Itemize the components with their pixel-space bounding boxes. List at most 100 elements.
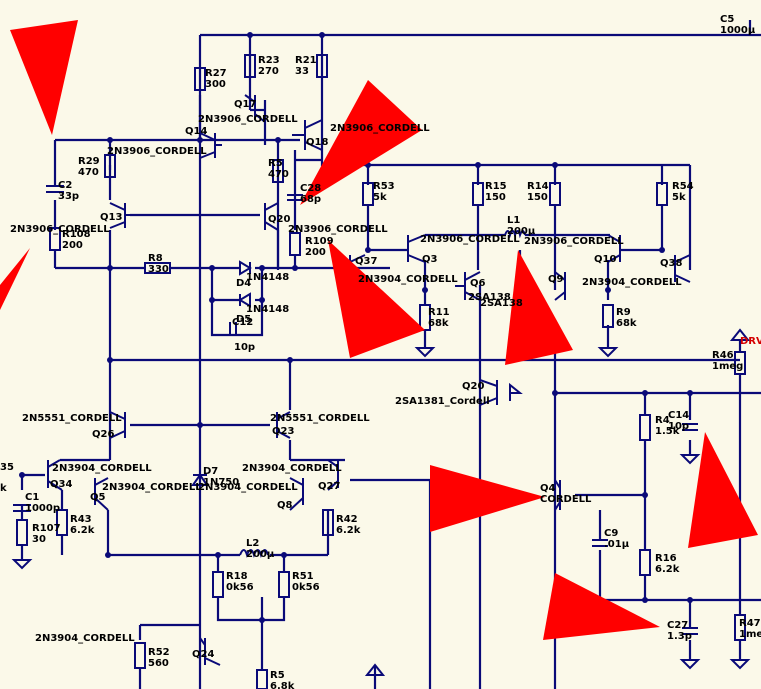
label-line: 2N3904_CORDELL	[358, 274, 458, 285]
label-line: 1.3p	[667, 631, 692, 642]
label-line: Q4	[540, 483, 556, 494]
label-line: .01µ	[604, 539, 630, 550]
label-q37: Q37	[355, 256, 377, 267]
label-line: R9	[616, 307, 631, 318]
label-r47: R471meg	[739, 618, 761, 640]
ground-symbols	[11, 328, 751, 676]
label-r35: 35	[0, 462, 14, 473]
label-line: Q24	[192, 649, 214, 660]
label-line: 0k56	[226, 582, 254, 593]
label-line: 2N3906_CORDELL	[10, 224, 110, 235]
label-line: 6.2k	[336, 525, 361, 536]
label-line: 1N4148	[246, 304, 289, 315]
label-line: R107	[32, 523, 61, 534]
red-arrow-2	[0, 248, 30, 310]
label-line: C28	[300, 183, 321, 194]
label-line: R52	[148, 647, 170, 658]
label-line: C14	[668, 410, 689, 421]
label-q18: Q18	[306, 137, 328, 148]
wires	[20, 20, 761, 689]
label-q13: Q13	[100, 212, 122, 223]
junction-dots	[19, 32, 693, 623]
label-line: 1meg	[739, 629, 761, 640]
label-q23-part: 2N5551_CORDELL	[270, 413, 370, 424]
label-line: 33p	[58, 191, 79, 202]
label-line: R4	[655, 415, 670, 426]
label-q38-part: 2N3904_CORDELL	[582, 277, 682, 288]
label-line: 200	[62, 240, 83, 251]
label-q34-part: 2N3904_CORDELL	[52, 463, 152, 474]
label-line: 150	[485, 192, 506, 203]
label-q6-part2: 2SA138	[480, 298, 523, 309]
label-line: 1.5k	[655, 426, 680, 437]
red-arrow-6	[430, 465, 545, 532]
label-line: R47	[739, 618, 761, 629]
label-line: Q17	[234, 99, 256, 110]
label-line: 6.8k	[270, 681, 295, 689]
label-line: 2SA138	[468, 292, 511, 303]
label-q3-part: 2N3906_CORDELL	[420, 234, 520, 245]
red-arrow-1	[10, 20, 78, 135]
label-c9: C9.01µ	[604, 528, 630, 550]
label-line: 2N3906_CORDELL	[420, 234, 520, 245]
label-q20b-part: 2SA1381_Cordell	[395, 396, 490, 407]
label-d5: D5	[236, 314, 251, 325]
label-line: R27	[205, 68, 227, 79]
label-line: Q37	[355, 256, 377, 267]
label-line: R46	[712, 350, 734, 361]
label-line: 10p	[668, 421, 689, 432]
label-line: 6.2k	[70, 525, 95, 536]
label-c12: C12	[232, 317, 253, 328]
label-line: 30	[32, 534, 46, 545]
red-arrow-8	[543, 573, 660, 640]
label-line: L1	[507, 215, 520, 226]
label-line: D5	[236, 314, 251, 325]
label-line: 33	[295, 66, 309, 77]
resistor-bodies	[16, 54, 746, 689]
label-q38: Q38	[660, 258, 682, 269]
label-line: Q6	[470, 278, 486, 289]
label-line: Q3	[422, 254, 438, 265]
label-q27: Q27	[318, 481, 340, 492]
label-line: 270	[258, 66, 279, 77]
label-line: C9	[604, 528, 618, 539]
label-q8: Q8	[277, 500, 293, 511]
label-q34: Q34	[50, 479, 72, 490]
label-q26: Q26	[92, 429, 114, 440]
label-q18-part: 2N3906_CORDELL	[330, 123, 430, 134]
label-line: 470	[78, 167, 99, 178]
label-q14-part: 2N3906_CORDELL	[198, 114, 298, 125]
label-line: C2	[58, 180, 72, 191]
label-q8-part: 2N3904_CORDELL	[198, 482, 298, 493]
label-line: 150	[527, 192, 548, 203]
label-q20-part: 2N3906_CORDELL	[288, 224, 388, 235]
label-line: 1N750	[203, 477, 239, 488]
label-d4: D4	[236, 278, 251, 289]
label-line: Q18	[306, 137, 328, 148]
label-line: C27	[667, 620, 688, 631]
label-line: 470	[268, 169, 289, 180]
label-line: 10p	[234, 342, 255, 353]
label-line: R43	[70, 514, 92, 525]
label-line: CORDELL	[540, 494, 592, 505]
label-line: 200µ	[246, 549, 275, 560]
